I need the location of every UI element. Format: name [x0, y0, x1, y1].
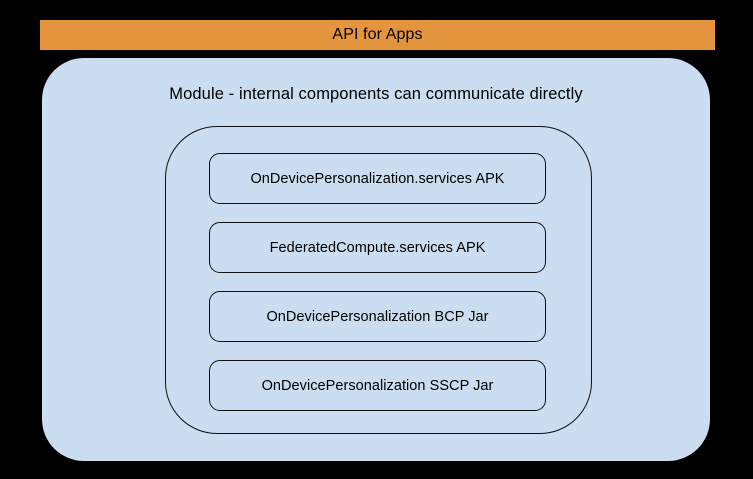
- component-list: OnDevicePersonalization.services APK Fed…: [209, 153, 546, 411]
- component-label: OnDevicePersonalization.services APK: [250, 170, 505, 187]
- component-label: OnDevicePersonalization BCP Jar: [266, 308, 489, 325]
- component-box-ondevicepersonalization-bcp-jar: OnDevicePersonalization BCP Jar: [209, 291, 546, 342]
- component-box-ondevicepersonalization-services-apk: OnDevicePersonalization.services APK: [209, 153, 546, 204]
- internal-components-group: OnDevicePersonalization.services APK Fed…: [165, 126, 592, 434]
- component-box-ondevicepersonalization-sscp-jar: OnDevicePersonalization SSCP Jar: [209, 360, 546, 411]
- component-box-federatedcompute-services-apk: FederatedCompute.services APK: [209, 222, 546, 273]
- module-title: Module - internal components can communi…: [169, 85, 583, 103]
- component-label: FederatedCompute.services APK: [269, 239, 486, 256]
- component-label: OnDevicePersonalization SSCP Jar: [261, 377, 494, 394]
- api-for-apps-banner: API for Apps: [40, 20, 715, 50]
- module-container: Module - internal components can communi…: [42, 58, 710, 461]
- api-for-apps-banner-label: API for Apps: [332, 26, 423, 43]
